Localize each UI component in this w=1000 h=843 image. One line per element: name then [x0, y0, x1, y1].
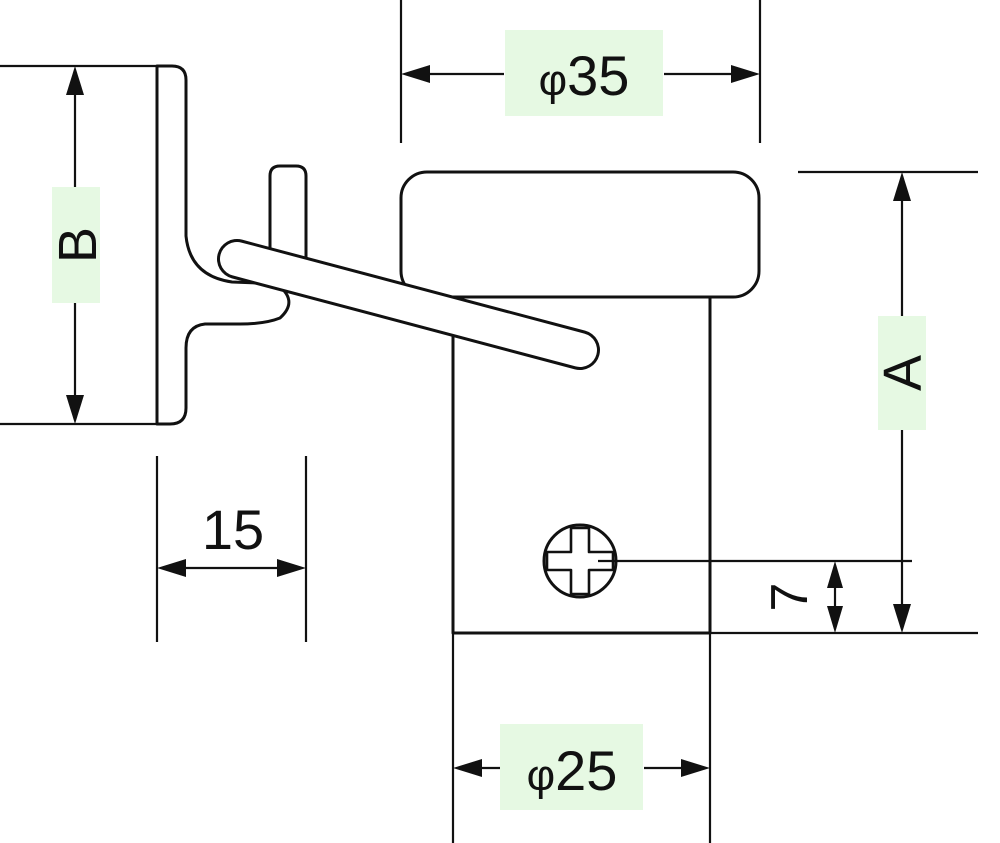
svg-text:φ35: φ35 [539, 44, 630, 107]
bottom-diameter-label-bg [500, 724, 643, 810]
top-diameter-label-bg [505, 30, 663, 116]
height-a-label-bg [878, 316, 926, 430]
screw-icon [542, 523, 618, 599]
dimension-offset-15: 15 [155, 456, 308, 642]
dimension-top-diameter: φ35 [399, 0, 762, 143]
dimension-screw-offset: 7 [598, 559, 912, 633]
height-b-label: B [48, 227, 108, 263]
cylinder-cap [399, 170, 761, 299]
height-a-label: A [873, 355, 933, 391]
bottom-diameter-prefix: φ [527, 751, 556, 800]
height-b-label-bg [52, 187, 100, 303]
top-diameter-prefix: φ [539, 56, 568, 105]
screw-offset-label: 7 [761, 583, 819, 612]
top-diameter-value: 35 [567, 44, 629, 107]
dimension-height-b: B [0, 64, 160, 426]
wall-plate [155, 64, 291, 426]
dimension-bottom-diameter: φ25 [451, 633, 712, 843]
dimension-height-a: A [710, 170, 978, 635]
offset-15-label: 15 [202, 498, 264, 561]
swing-arm [220, 242, 597, 367]
svg-text:φ25: φ25 [527, 739, 618, 802]
bottom-diameter-value: 25 [555, 739, 617, 802]
